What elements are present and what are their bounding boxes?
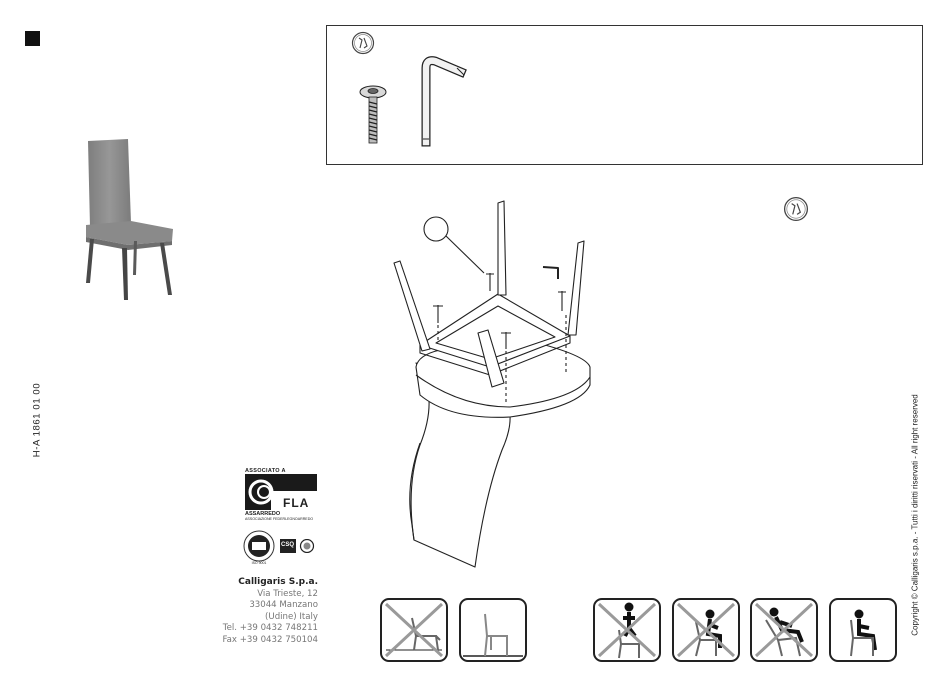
pictogram-chair-ok (459, 598, 527, 662)
association-subline: ASSOCIAZIONE FEDERLEGNOARREDO (245, 517, 317, 521)
parts-box (326, 25, 923, 165)
product-photo (78, 135, 178, 310)
pictogram-no-kneeling-on-chair (672, 598, 740, 662)
company-name: Calligaris S.p.a. (200, 577, 318, 589)
fla-association-logo: ASSOCIATO A FLA ASSARREDO ASSOCIAZIONE F… (245, 468, 317, 521)
iso-certification-logo: ISO 9001 (243, 530, 275, 568)
page-marker (25, 31, 40, 46)
product-code: H-A 1861 01 00 (32, 383, 43, 457)
csq-certification-logo: CSQ (280, 539, 316, 553)
copyright-notice: Copyright © Calligaris s.p.a. - Tutti i … (911, 394, 920, 636)
fla-wordmark: FLA (283, 496, 309, 510)
pictogram-no-rocking-on-chair (750, 598, 818, 662)
hardware-symbol-icon (783, 196, 809, 222)
iso-label: ISO 9001 (243, 561, 275, 565)
company-tel: Tel. +39 0432 748211 (200, 623, 318, 635)
company-region: (Udine) Italy (200, 612, 318, 624)
screw-icon (358, 84, 388, 146)
allen-key-icon (417, 54, 472, 149)
company-city: 33044 Manzano (200, 600, 318, 612)
company-street: Via Trieste, 12 (200, 589, 318, 601)
pictogram-no-chair-on-floor (380, 598, 448, 662)
company-address: Calligaris S.p.a. Via Trieste, 12 33044 … (200, 577, 318, 646)
csq-label: CSQ (281, 542, 294, 548)
hardware-symbol-icon (351, 31, 375, 55)
assembly-drawing (380, 195, 610, 575)
pictogram-correct-sitting (829, 598, 897, 662)
company-fax: Fax +39 0432 750104 (200, 635, 318, 647)
pictogram-no-standing-on-chair (593, 598, 661, 662)
